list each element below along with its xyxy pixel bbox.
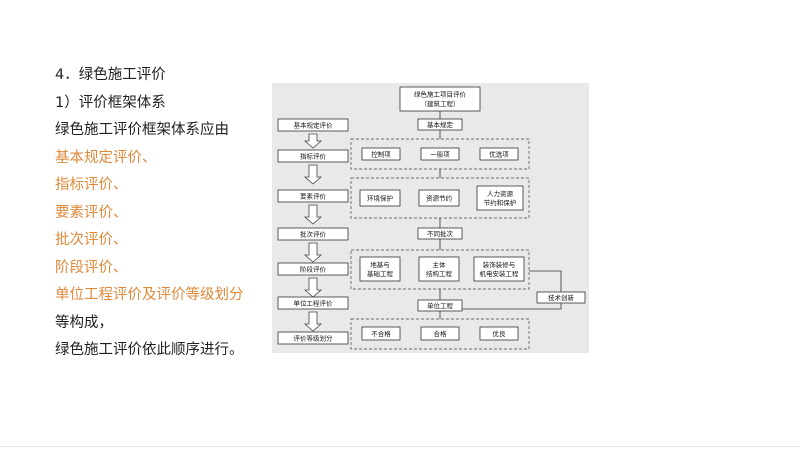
innovation-label: 技术创新	[548, 293, 575, 302]
connector	[529, 270, 562, 292]
step-box-grade	[277, 331, 349, 345]
project-evaluation-box	[399, 86, 481, 112]
grade-group	[350, 318, 530, 350]
section-heading: 4．绿色施工评价	[55, 67, 166, 83]
stage-item-box	[359, 256, 401, 282]
element-item-box	[418, 189, 460, 207]
step-label: 评价等级划分	[294, 334, 334, 343]
unit-project-label: 单位工程	[427, 301, 454, 310]
grade-item-box	[361, 326, 401, 341]
down-arrow-icon	[303, 164, 323, 185]
step-label: 批次评价	[300, 230, 327, 239]
stage-item-label: 结构工程	[426, 269, 453, 278]
indicator-item-label: 控制项	[371, 150, 391, 159]
down-arrow-icon	[303, 242, 323, 263]
grade-item-label: 合格	[434, 329, 448, 338]
grade-item-label: 优良	[493, 329, 507, 338]
element-item-label: 环境保护	[367, 194, 393, 203]
grade-item-box	[420, 326, 460, 341]
indicator-item-label: 一般项	[430, 150, 450, 159]
element-item-label: 人力资源	[487, 189, 514, 198]
project-evaluation-subtitle: （建筑工程）	[421, 99, 460, 108]
conclusion-text: 绿色施工评价依此顺序进行。	[55, 342, 244, 358]
step-label: 阶段评价	[300, 265, 327, 274]
step-label: 单位工程评价	[294, 299, 334, 308]
batch-label: 不同批次	[427, 229, 454, 238]
indicator-item-box	[361, 147, 401, 161]
step-label: 基本规定评价	[294, 121, 334, 130]
connector	[462, 303, 562, 310]
down-arrow-icon	[303, 133, 323, 149]
stage-item-label: 地基与	[370, 260, 390, 269]
element-item-box	[359, 189, 401, 207]
list-item: 阶段评价、	[55, 259, 128, 276]
basic-rules-label: 基本规定	[427, 120, 454, 129]
step-box-element	[277, 189, 349, 203]
list-item: 要素评价、	[55, 204, 128, 221]
element-item-label: 节约和保护	[484, 198, 517, 207]
down-arrow-icon	[303, 277, 323, 298]
evaluation-framework-diagram: 基本规定评价 指标评价 要素评价 批次评价 阶段评价 单位工程评价 评价等级划分…	[272, 83, 589, 353]
project-evaluation-title: 绿色施工项目评价	[414, 90, 467, 99]
stage-item-label: 装饰装修与	[483, 260, 516, 269]
indicator-item-box	[479, 147, 519, 161]
step-box-stage	[277, 262, 349, 276]
indicator-item-label: 优选项	[489, 150, 509, 159]
tail-text: 等构成，	[55, 314, 113, 331]
intro-text: 绿色施工评价框架体系应由	[55, 122, 229, 138]
stage-item-label: 基础工程	[367, 269, 394, 278]
stage-item-box	[473, 256, 525, 282]
element-item-box	[476, 185, 524, 211]
text-block: 4．绿色施工评价 1）评价框架体系 绿色施工评价框架体系应由 基本规定评价、 指…	[55, 62, 270, 365]
list-item: 基本规定评价、	[55, 149, 157, 166]
step-box-indicator	[277, 149, 349, 163]
step-box-basic	[277, 118, 349, 132]
step-box-batch	[277, 227, 349, 241]
indicator-item-box	[420, 147, 460, 161]
down-arrow-icon	[303, 311, 323, 332]
step-box-unit	[277, 296, 349, 310]
stage-item-box	[418, 256, 460, 282]
stage-item-label: 机电安装工程	[480, 269, 520, 278]
grade-item-box	[479, 326, 519, 341]
down-arrow-icon	[303, 204, 323, 225]
subsection-heading: 1）评价框架体系	[55, 94, 166, 111]
stage-item-label: 主体	[433, 260, 447, 269]
step-label: 指标评价	[300, 152, 327, 161]
list-item: 指标评价、	[55, 177, 128, 193]
list-item: 批次评价、	[55, 232, 128, 248]
element-item-label: 资源节约	[426, 194, 452, 203]
step-label: 要素评价	[300, 192, 327, 201]
list-item: 单位工程评价及评价等级划分	[55, 287, 244, 303]
grade-item-label: 不合格	[371, 329, 391, 338]
bottom-divider	[0, 446, 800, 447]
